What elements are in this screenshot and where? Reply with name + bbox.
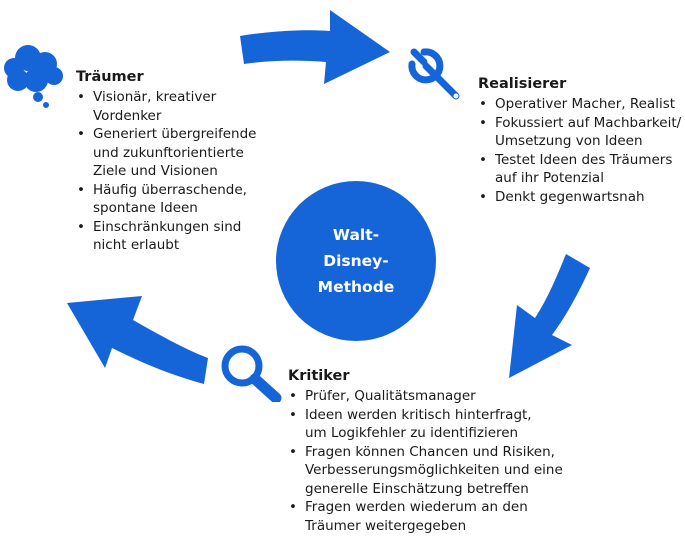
list-item: Fragen werden wiederum an den Träumer we… <box>288 498 578 535</box>
list-item: Fragen können Chancen und Risiken, Verbe… <box>288 443 578 499</box>
list-item: Prüfer, Qualitätsmanager <box>288 387 578 406</box>
list-item: Häufig überraschende, spontane Ideen <box>76 181 281 218</box>
thought-cloud-icon <box>4 45 63 108</box>
list-item: Ideen werden kritisch hinterfragt, um Lo… <box>288 406 578 443</box>
arrow-right <box>509 254 590 378</box>
realisierer-heading: Realisierer <box>478 76 567 92</box>
list-item: Visionär, kreativer Vordenker <box>76 88 281 125</box>
magnifier-icon <box>221 345 282 402</box>
kritiker-block: Kritiker Prüfer, Qualitätsmanager Ideen … <box>288 367 578 535</box>
arrow-left <box>67 296 208 384</box>
kritiker-list: Prüfer, Qualitätsmanager Ideen werden kr… <box>288 387 578 535</box>
list-item: Einschränkungen sind nicht erlaubt <box>76 218 281 255</box>
center-circle: Walt- Disney- Methode <box>276 181 436 341</box>
kritiker-heading: Kritiker <box>288 368 350 384</box>
realisierer-block: Realisierer Operativer Macher, Realist F… <box>478 75 683 206</box>
list-item: Fokussiert auf Machbarkeit/ Umsetzung vo… <box>478 114 683 151</box>
traeumer-block: Träumer Visionär, kreativer Vordenker Ge… <box>76 68 281 255</box>
list-item: Denkt gegenwartsnah <box>478 188 683 207</box>
list-item: Testet Ideen des Träumers auf ihr Potenz… <box>478 151 683 188</box>
traeumer-heading: Träumer <box>76 69 144 85</box>
center-title: Walt- Disney- Methode <box>317 226 395 296</box>
traeumer-list: Visionär, kreativer Vordenker Generiert … <box>76 88 281 255</box>
wrench-icon <box>408 48 460 100</box>
arrow-top <box>240 10 390 84</box>
list-item: Generiert übergreifende und zukunftorien… <box>76 125 281 181</box>
list-item: Operativer Macher, Realist <box>478 95 683 114</box>
realisierer-list: Operativer Macher, Realist Fokussiert au… <box>478 95 683 206</box>
